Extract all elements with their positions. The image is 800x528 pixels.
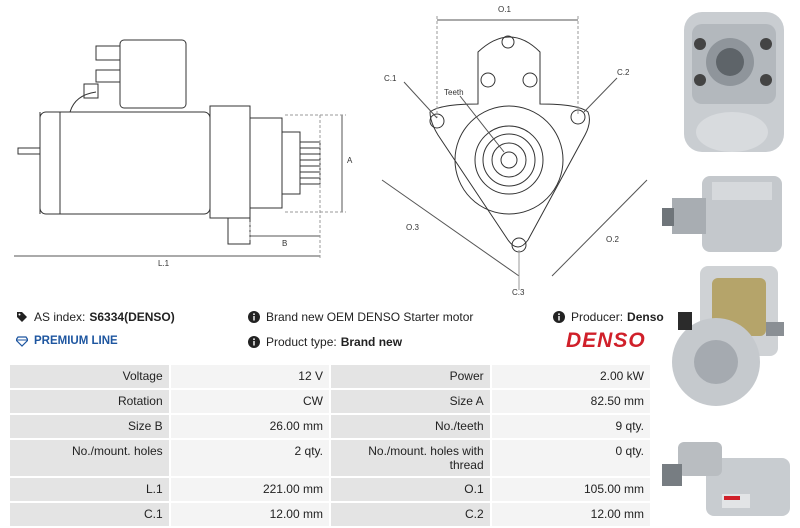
- spec-label: Rotation: [10, 390, 169, 413]
- spec-label: O.1: [330, 478, 490, 501]
- solenoid: [119, 39, 187, 109]
- spec-value: 9 qty.: [491, 415, 650, 438]
- specs-table: Voltage 12 V Power 2.00 kW Rotation CW S…: [8, 363, 652, 528]
- product-type-label: Product type:: [266, 335, 337, 349]
- as-index: AS index: S6334(DENSO): [16, 310, 175, 324]
- label-b: B: [282, 239, 287, 248]
- as-index-label: AS index:: [34, 310, 86, 324]
- spec-value: CW: [170, 390, 329, 413]
- spec-value: 12 V: [170, 365, 329, 388]
- premium-label: PREMIUM LINE: [34, 335, 118, 347]
- spec-label: Power: [330, 365, 490, 388]
- pinion-teeth: [491, 142, 527, 178]
- label-c2: C.2: [617, 68, 630, 77]
- premium-line: PREMIUM LINE: [16, 335, 118, 347]
- technical-drawing: O.1 C.1 C.2 Teeth O.3 O.2 C.3 A B L.1: [14, 5, 648, 297]
- front-flange-outline: [429, 36, 590, 248]
- table-row: C.1 12.00 mm C.2 12.00 mm: [10, 503, 650, 526]
- producer-value: Denso: [627, 310, 664, 324]
- top-hole: [501, 35, 515, 49]
- spec-value: 2.00 kW: [491, 365, 650, 388]
- info-icon: [248, 311, 260, 323]
- spec-value: 12.00 mm: [170, 503, 329, 526]
- spec-label: Voltage: [10, 365, 169, 388]
- product-type: Product type: Brand new: [248, 335, 402, 349]
- as-index-value: S6334(DENSO): [89, 310, 175, 324]
- photo-front-view[interactable]: [662, 2, 800, 164]
- spec-label: Size A: [330, 390, 490, 413]
- label-o1: O.1: [498, 5, 511, 14]
- product-photos: [662, 0, 800, 524]
- label-o3: O.3: [406, 223, 419, 232]
- label-teeth: Teeth: [444, 88, 464, 97]
- table-row: L.1 221.00 mm O.1 105.00 mm: [10, 478, 650, 501]
- spec-value: 12.00 mm: [491, 503, 650, 526]
- table-row: No./mount. holes 2 qty. No./mount. holes…: [10, 440, 650, 476]
- spec-label: L.1: [10, 478, 169, 501]
- spec-value: 105.00 mm: [491, 478, 650, 501]
- motor-flange: [227, 217, 251, 245]
- motor-body: [39, 111, 211, 215]
- photo-side-view[interactable]: [662, 168, 800, 258]
- spec-label: C.2: [330, 503, 490, 526]
- motor-nose: [249, 117, 283, 209]
- photo-rear-view[interactable]: [662, 262, 800, 424]
- description: Brand new OEM DENSO Starter motor: [248, 310, 473, 324]
- producer: Producer: Denso: [553, 310, 664, 324]
- label-c1: C.1: [384, 74, 397, 83]
- spec-value: 221.00 mm: [170, 478, 329, 501]
- spec-value: 26.00 mm: [170, 415, 329, 438]
- info-icon: [248, 336, 260, 348]
- table-row: Size B 26.00 mm No./teeth 9 qty.: [10, 415, 650, 438]
- label-l1: L.1: [158, 259, 170, 268]
- description-text: Brand new OEM DENSO Starter motor: [266, 310, 474, 324]
- label-c3: C.3: [512, 288, 525, 297]
- denso-logo: DENSO: [566, 329, 646, 352]
- diamond-icon: [16, 336, 28, 347]
- front-boss-outer: [454, 105, 564, 215]
- spec-label: Size B: [10, 415, 169, 438]
- label-o2: O.2: [606, 235, 619, 244]
- spec-value: 2 qty.: [170, 440, 329, 476]
- spec-label: No./mount. holes: [10, 440, 169, 476]
- spec-value: 82.50 mm: [491, 390, 650, 413]
- product-type-value: Brand new: [340, 335, 403, 349]
- label-a: A: [347, 156, 353, 165]
- table-row: Rotation CW Size A 82.50 mm: [10, 390, 650, 413]
- tag-icon: [17, 312, 27, 322]
- table-row: Voltage 12 V Power 2.00 kW: [10, 365, 650, 388]
- spec-label: No./teeth: [330, 415, 490, 438]
- photo-top-view[interactable]: [662, 428, 800, 522]
- motor-housing: [209, 105, 251, 219]
- mount-hole-c2: [570, 109, 586, 125]
- spec-label: C.1: [10, 503, 169, 526]
- spec-label: No./mount. holes with thread: [330, 440, 490, 476]
- info-icon: [553, 311, 565, 323]
- spec-value: 0 qty.: [491, 440, 650, 476]
- motor-drive-end: [281, 131, 301, 195]
- producer-label: Producer:: [571, 310, 624, 324]
